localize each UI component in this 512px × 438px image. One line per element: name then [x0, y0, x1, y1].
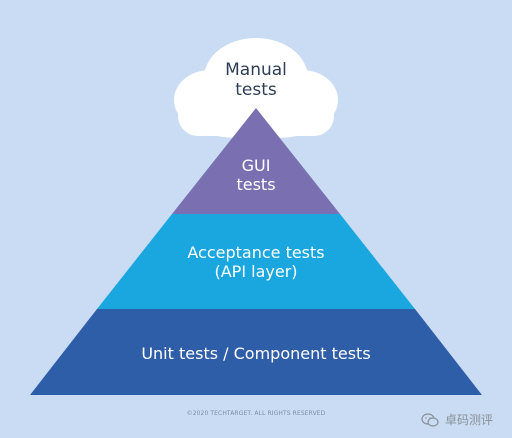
pyramid-tier-acceptance — [97, 214, 415, 309]
acceptance-tests-line2: (API layer) — [214, 262, 298, 282]
watermark: 卓码测评 — [421, 411, 493, 428]
pyramid-tier-gui — [172, 108, 340, 214]
cloud-label-line2: tests — [235, 80, 277, 101]
cloud-label-line1: Manual — [225, 60, 287, 80]
gui-tests-line1: GUI — [241, 156, 271, 175]
unit-tests-line1: Unit tests / Component tests — [141, 344, 371, 363]
wechat-icon — [421, 412, 439, 427]
gui-tests-label: GUI tests — [196, 156, 316, 194]
pyramid-tier-unit — [30, 309, 482, 395]
unit-tests-label: Unit tests / Component tests — [106, 344, 406, 363]
cloud-label: Manual tests — [196, 60, 316, 101]
gui-tests-line2: tests — [236, 175, 276, 195]
acceptance-tests-label: Acceptance tests (API layer) — [156, 243, 356, 281]
watermark-text: 卓码测评 — [445, 413, 494, 427]
acceptance-tests-line1: Acceptance tests — [187, 243, 325, 262]
copyright-footer: ©2020 TECHTARGET. ALL RIGHTS RESERVED — [186, 410, 326, 417]
